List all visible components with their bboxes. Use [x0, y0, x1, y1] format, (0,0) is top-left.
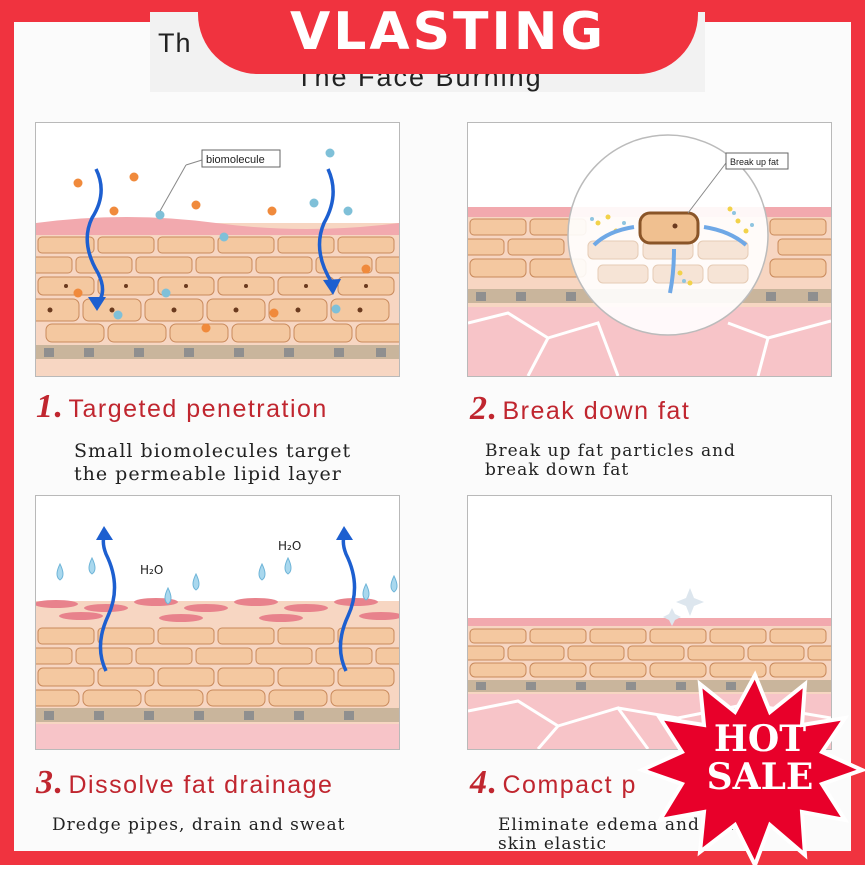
brand-logo: VLASTING [289, 2, 607, 62]
skin-illustration-2: Break up fat [468, 134, 831, 376]
step-2-number: 2. [470, 390, 499, 427]
water-label-2: H₂O [278, 539, 301, 553]
step-1-description: Small biomolecules target the permeable … [74, 440, 351, 486]
step-3-description: Dredge pipes, drain and sweat [52, 816, 345, 835]
panel-targeted-penetration: biomolecule [35, 122, 400, 377]
step-3-label: Dissolve fat drainage [68, 771, 334, 799]
step-3-number: 3. [36, 764, 65, 801]
brand-banner [198, 0, 698, 74]
step-3-desc-line1: Dredge pipes, drain and sweat [52, 815, 346, 835]
hot-sale-line1: HOT [713, 718, 807, 760]
step-1-number: 1. [36, 388, 65, 425]
step-4-number: 4. [470, 764, 499, 801]
step-1-desc-line1: Small biomolecules target [74, 440, 352, 462]
panel-dissolve-fat-drainage: H₂O H₂O [35, 495, 400, 750]
panel-break-down-fat: Break up fat [467, 122, 832, 377]
step-2-title: 2.Break down fat [470, 390, 690, 428]
step-1-desc-line2: the permeable lipid layer [74, 463, 342, 485]
step-2-description: Break up fat particles and break down fa… [485, 442, 736, 480]
title-line1-start: Th [158, 28, 192, 58]
step-3-title: 3.Dissolve fat drainage [36, 764, 333, 802]
water-label-1: H₂O [140, 563, 163, 577]
hot-sale-line2: SALE [706, 756, 814, 798]
biomolecule-callout: biomolecule [206, 154, 265, 166]
break-up-fat-callout: Break up fat [730, 157, 779, 167]
step-2-desc-line1: Break up fat particles and [485, 441, 736, 461]
step-2-label: Break down fat [502, 397, 691, 425]
step-2-desc-line2: break down fat [485, 460, 630, 480]
step-4-title: 4.Compact p [470, 764, 637, 802]
step-1-label: Targeted penetration [68, 395, 328, 423]
skin-illustration-3: H₂O H₂O [36, 526, 399, 749]
step-4-description: Eliminate edema and make skin elastic [498, 816, 757, 854]
panel-compact [467, 495, 832, 750]
step-4-desc-line2: skin elastic [498, 834, 607, 854]
hot-sale-text: HOT SALE [690, 720, 830, 796]
step-4-label: Compact p [502, 771, 637, 799]
skin-illustration-1: biomolecule [36, 148, 399, 376]
step-1-title: 1.Targeted penetration [36, 388, 328, 426]
step-4-desc-line1: Eliminate edema and make [498, 815, 757, 835]
